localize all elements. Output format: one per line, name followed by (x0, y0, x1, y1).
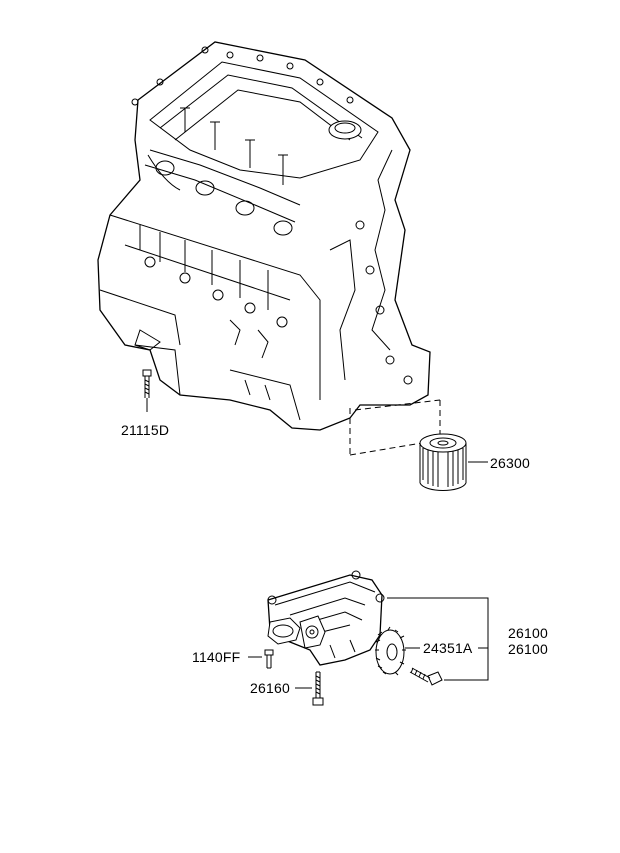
label-26160: 26160 (250, 680, 290, 696)
label-26100-bottom: 26100 (508, 641, 548, 657)
label-21115d: 21115D (121, 422, 170, 438)
label-24351a: 24351A (423, 640, 473, 656)
filter-dashed-leader (349, 399, 441, 456)
oil-filter-drawing (419, 433, 488, 491)
oil-pump-drawing (248, 570, 489, 706)
label-26100-top: 26100 (508, 625, 548, 641)
engine-block-drawing (97, 41, 431, 431)
bolt-21115d-drawing (142, 369, 152, 412)
label-1140ff: 1140FF (192, 649, 241, 665)
label-26300: 26300 (490, 455, 530, 471)
